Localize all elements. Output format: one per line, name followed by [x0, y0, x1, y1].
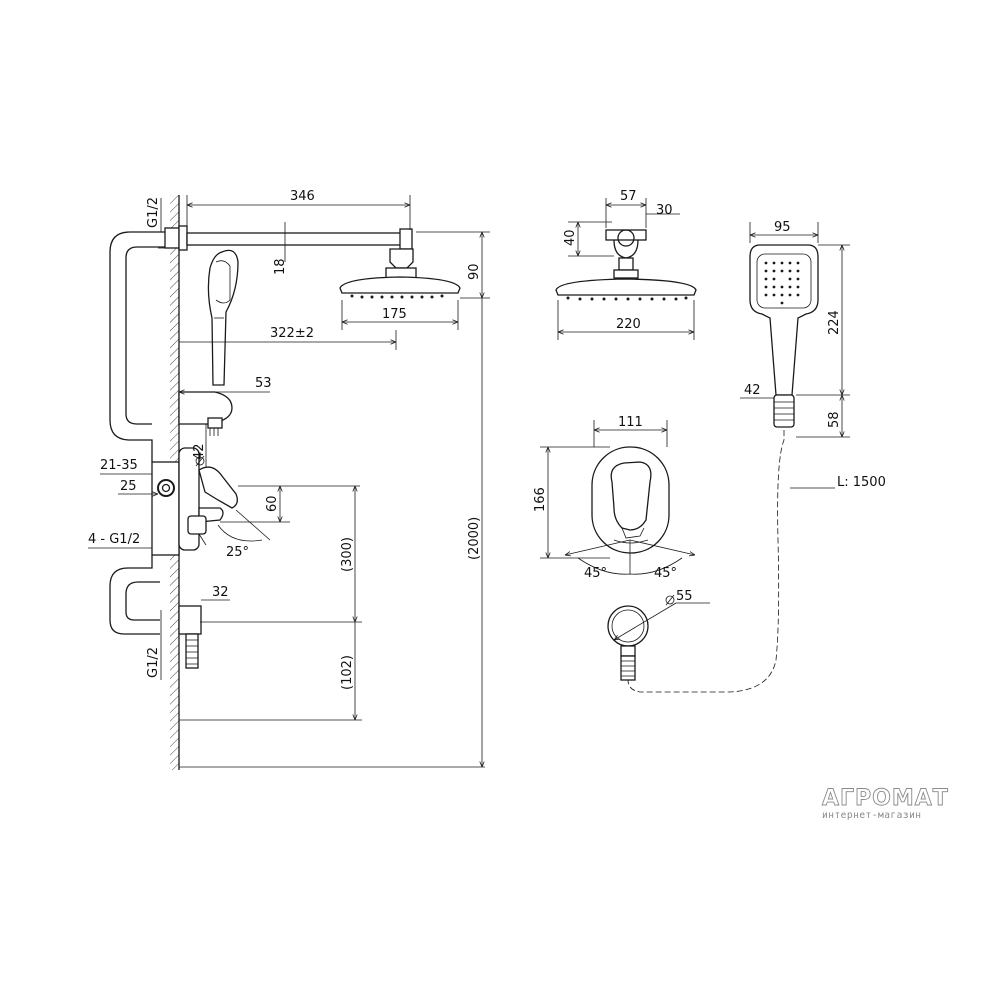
dim-outlet-projection: 32	[212, 585, 229, 600]
dim-body-offset: 25	[120, 479, 137, 494]
dim-top-thread: G1/2	[146, 197, 161, 228]
dim-mixer-height: (300)	[340, 537, 355, 572]
dim-holder-projection: 53	[255, 376, 272, 391]
dim-outlet-diameter: 55	[676, 589, 693, 604]
dim-wall-range: 21-35	[100, 458, 138, 473]
shower-arm	[186, 232, 410, 246]
diameter-symbols	[195, 455, 675, 606]
dim-spout-dia: 42	[192, 443, 207, 460]
nozzle-dots	[350, 294, 444, 299]
dim-head-width-side: 175	[382, 307, 407, 322]
dim-plate-width: 111	[618, 415, 643, 430]
hand-shower-holder	[178, 391, 233, 425]
dim-arm-dia: 18	[273, 258, 288, 275]
bracket-ring	[613, 239, 639, 259]
hand-shower-front-view: 95 224 58 42 L: 1500	[627, 220, 886, 693]
mixer-plate-front-view: 111 166 45° 45°	[533, 415, 695, 581]
mixer-handle-front	[610, 461, 652, 531]
mixer-body	[151, 461, 180, 556]
overhead-head-front	[555, 278, 697, 296]
head-front-view: 57 30 40 220	[555, 189, 697, 340]
dim-hand-length: 224	[827, 310, 842, 335]
dim-hand-neck: 58	[827, 411, 842, 428]
dim-angle-left: 45°	[584, 566, 607, 581]
dim-handle-dia: 42	[744, 383, 761, 398]
wall-outlet	[178, 605, 202, 635]
spray-pattern	[764, 261, 800, 305]
dim-inlet-count: 4 - G1/2	[88, 532, 140, 547]
watermark-brand: АГРОМАТ	[822, 786, 949, 811]
cartridge	[157, 479, 175, 497]
hidden-pipe-lower	[109, 555, 160, 635]
watermark-logo: АГРОМАТ интернет-магазин	[822, 786, 949, 821]
outlet-front-view: 55	[607, 589, 710, 681]
dim-hand-width: 95	[774, 220, 791, 235]
dim-outlet-height: (102)	[340, 655, 355, 690]
dim-lever-angle: 25°	[226, 545, 249, 560]
dim-head-drop: 90	[467, 263, 482, 280]
dim-bottom-thread: G1/2	[146, 647, 161, 678]
dim-arm-length: 346	[290, 189, 315, 204]
dim-angle-right: 45°	[654, 566, 677, 581]
watermark-subtitle: интернет-магазин	[822, 810, 922, 821]
dim-head-diameter: 220	[616, 317, 641, 332]
dim-bracket-offset: 30	[656, 203, 673, 218]
side-view: 346 18 90 175 322±2 53 42 21-35 25 60 4 …	[88, 189, 490, 770]
hand-shower-front	[749, 244, 819, 396]
hidden-pipe-upper	[109, 231, 165, 462]
mixer-lever	[198, 466, 238, 509]
dim-bracket-height: 40	[563, 229, 578, 246]
dim-bracket-width: 57	[620, 189, 637, 204]
overhead-shower-head	[339, 276, 461, 294]
dim-hose-length: L: 1500	[837, 475, 886, 490]
dim-lever-height: 60	[265, 495, 280, 512]
hose	[627, 430, 785, 693]
dim-hand-shower-position: 322±2	[270, 326, 314, 341]
dim-total-height: (2000)	[467, 517, 482, 560]
dim-plate-height: 166	[533, 487, 548, 512]
